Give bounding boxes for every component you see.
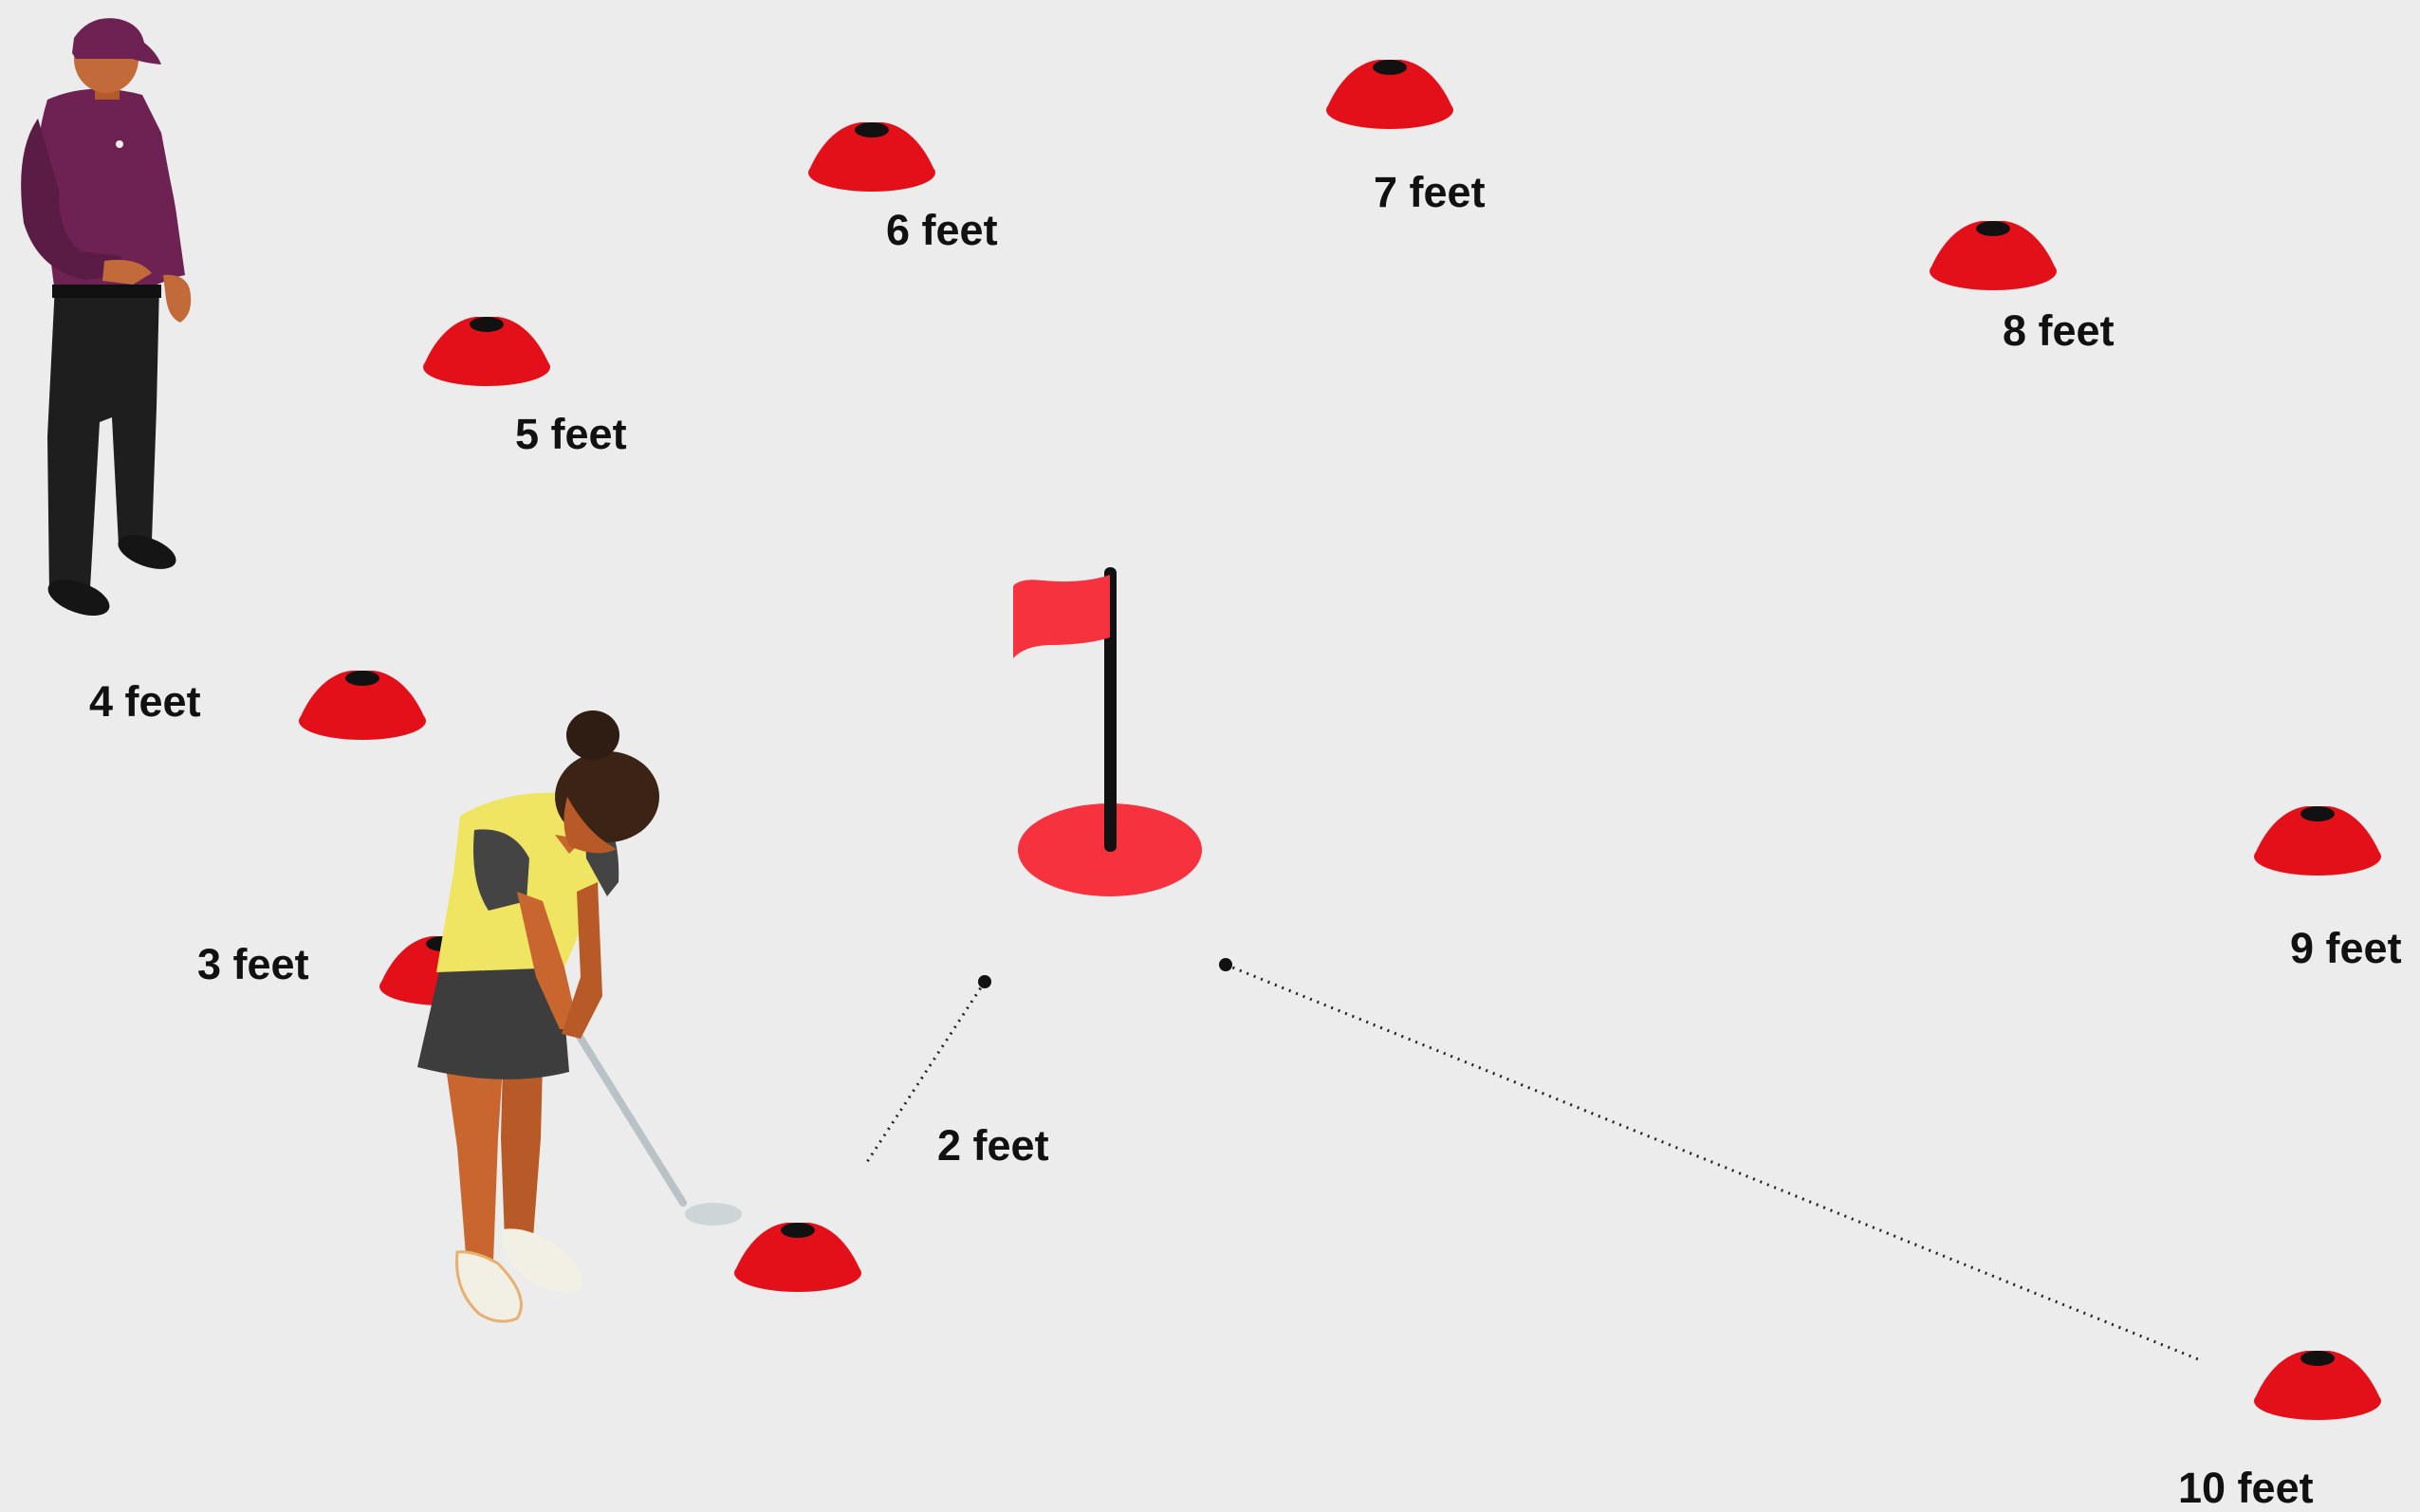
hole-flag: [1013, 567, 1202, 896]
distance-label-3ft: 3 feet: [197, 943, 309, 986]
cone-4ft: [299, 671, 426, 740]
cone-5ft: [423, 317, 550, 386]
distance-label-4ft: 4 feet: [89, 680, 201, 723]
distance-label-6ft: 6 feet: [886, 209, 998, 251]
cone-10ft: [2254, 1351, 2381, 1420]
distance-label-7ft: 7 feet: [1374, 171, 1486, 213]
distance-label-10ft: 10 feet: [2178, 1466, 2314, 1509]
putting-golfer-figure: [417, 710, 742, 1321]
measure-line-10ft: [1219, 958, 2203, 1361]
cone-7ft: [1326, 60, 1453, 129]
cone-8ft: [1930, 221, 2057, 290]
coach-figure: [21, 18, 191, 622]
cone-2ft: [734, 1223, 861, 1292]
cone-9ft: [2254, 806, 2381, 876]
distance-label-2ft: 2 feet: [937, 1124, 1049, 1167]
flag-icon: [1013, 575, 1110, 658]
distance-label-8ft: 8 feet: [2003, 309, 2115, 352]
cone-6ft: [808, 122, 935, 192]
distance-label-5ft: 5 feet: [515, 413, 627, 455]
distance-label-9ft: 9 feet: [2290, 927, 2402, 969]
